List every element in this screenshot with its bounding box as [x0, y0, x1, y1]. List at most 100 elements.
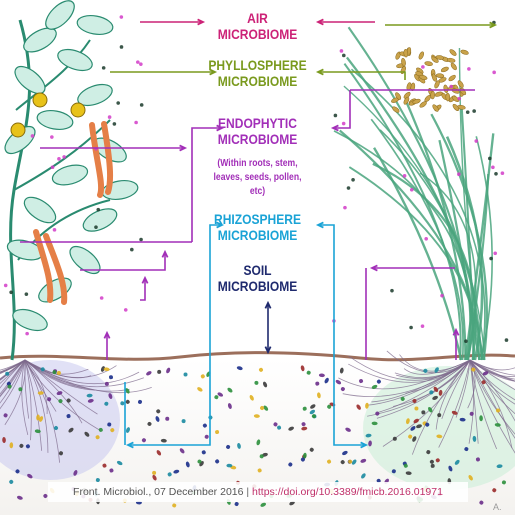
connector-arrows: [20, 18, 498, 449]
soil-microbe: [327, 404, 332, 409]
soil-microbe: [413, 418, 419, 424]
soil-microbe: [36, 414, 40, 421]
soil-microbe: [469, 411, 474, 416]
rhizosphere-label-line2: MICROBIOME: [217, 227, 298, 243]
soil-microbe: [356, 404, 361, 410]
grass-blade: [339, 129, 484, 361]
plant-microbe: [50, 135, 54, 139]
grain-seed: [424, 61, 433, 66]
grain-seed: [419, 74, 428, 80]
soil-microbe: [310, 404, 316, 409]
soil-microbe: [260, 405, 265, 410]
soil-microbe: [152, 470, 157, 475]
soil-microbe: [277, 425, 282, 430]
soil-microbe: [215, 459, 220, 464]
soil-microbe: [339, 367, 344, 374]
soil-microbe: [468, 475, 473, 481]
plant-microbe: [62, 155, 66, 159]
grain-seed: [401, 57, 406, 67]
soil-microbe: [249, 395, 254, 401]
soil-microbe: [351, 459, 357, 465]
plant-microbe: [457, 96, 462, 101]
soil-microbe: [400, 396, 405, 401]
plant-microbe: [9, 290, 13, 295]
plant-microbe: [57, 157, 61, 161]
soil-microbe: [215, 430, 220, 435]
seed-pod: [33, 229, 54, 303]
soil-microbe: [315, 381, 320, 386]
soil-microbe: [179, 448, 185, 454]
plant-microbe: [123, 308, 128, 312]
soil-microbe: [234, 502, 239, 507]
soil-microbe: [345, 427, 351, 432]
left-root-strand: [24, 359, 144, 388]
grain-seed: [403, 91, 411, 99]
watermark: A.: [493, 502, 502, 512]
soil-microbe: [157, 369, 162, 374]
soil-microbe: [137, 399, 142, 404]
soil-microbe: [52, 370, 57, 375]
soil-microbe: [301, 426, 308, 431]
arrowhead-icon: [179, 144, 188, 152]
soil-microbe: [34, 429, 41, 434]
leaf: [38, 277, 72, 303]
left-root-strand: [0, 359, 26, 397]
soil-microbe: [54, 426, 59, 431]
soil-microbe: [300, 457, 305, 462]
soil-microbe: [202, 423, 207, 428]
endophytic-arrow-right: [333, 90, 351, 129]
plant-microbe: [494, 172, 498, 176]
soil-microbe: [342, 450, 348, 456]
plant-microbe: [3, 283, 8, 288]
left-root-strand: [0, 359, 26, 371]
soil-microbe: [288, 426, 294, 431]
citation-doi-link[interactable]: https://doi.org/10.3389/fmicb.2016.01971: [252, 486, 443, 498]
soil-microbe: [98, 427, 103, 432]
plant-microbe: [333, 113, 338, 118]
soil-microbe: [288, 462, 293, 467]
arrowhead-icon: [216, 221, 225, 229]
right-root-strand: [403, 359, 471, 375]
grass-blade: [350, 68, 486, 361]
grain-seed: [450, 62, 457, 71]
leaf: [57, 48, 93, 72]
soil-microbe: [365, 433, 372, 438]
plant-microbe: [341, 121, 346, 126]
soil-microbe: [434, 367, 439, 373]
leaf: [69, 245, 101, 275]
soil-microbe: [426, 450, 431, 455]
soil-microbe: [318, 373, 325, 378]
soil-microbe: [423, 368, 428, 373]
soil-microbe: [84, 431, 90, 437]
plant-microbe: [96, 207, 101, 212]
plant-microbe: [339, 49, 344, 53]
soil-microbe: [302, 406, 307, 411]
right-root-strand: [367, 359, 471, 417]
plant-microbe: [25, 331, 29, 336]
grass-blade: [404, 99, 467, 361]
flower: [32, 92, 48, 108]
soil-microbe: [25, 444, 30, 449]
endophytic-arrow-branch: [191, 127, 222, 242]
grain-seed: [412, 98, 421, 104]
soil-microbe: [454, 459, 460, 465]
citation-journal: Front. Microbiol., 07 December 2016: [73, 486, 244, 498]
soil-microbe: [43, 493, 48, 498]
soil-microbe: [335, 379, 342, 385]
arrowhead-icon: [103, 330, 111, 339]
plant-microbe: [134, 120, 138, 125]
soil-microbe: [302, 452, 307, 459]
plant-microbe: [472, 109, 476, 113]
soil-microbe: [360, 458, 367, 463]
broadleaf-plant: [4, 0, 139, 361]
grain-seed: [392, 106, 400, 113]
soil-microbe: [110, 428, 115, 433]
grain-seed: [445, 92, 451, 102]
grain-seed: [451, 88, 460, 94]
soil-microbe: [125, 399, 130, 404]
left-root-strand: [0, 359, 26, 395]
citation-bar: Front. Microbiol., 07 December 2016 | ht…: [48, 482, 468, 502]
soil-microbe: [173, 469, 180, 474]
soil-microbe: [217, 392, 224, 397]
soil-microbe: [183, 372, 188, 377]
